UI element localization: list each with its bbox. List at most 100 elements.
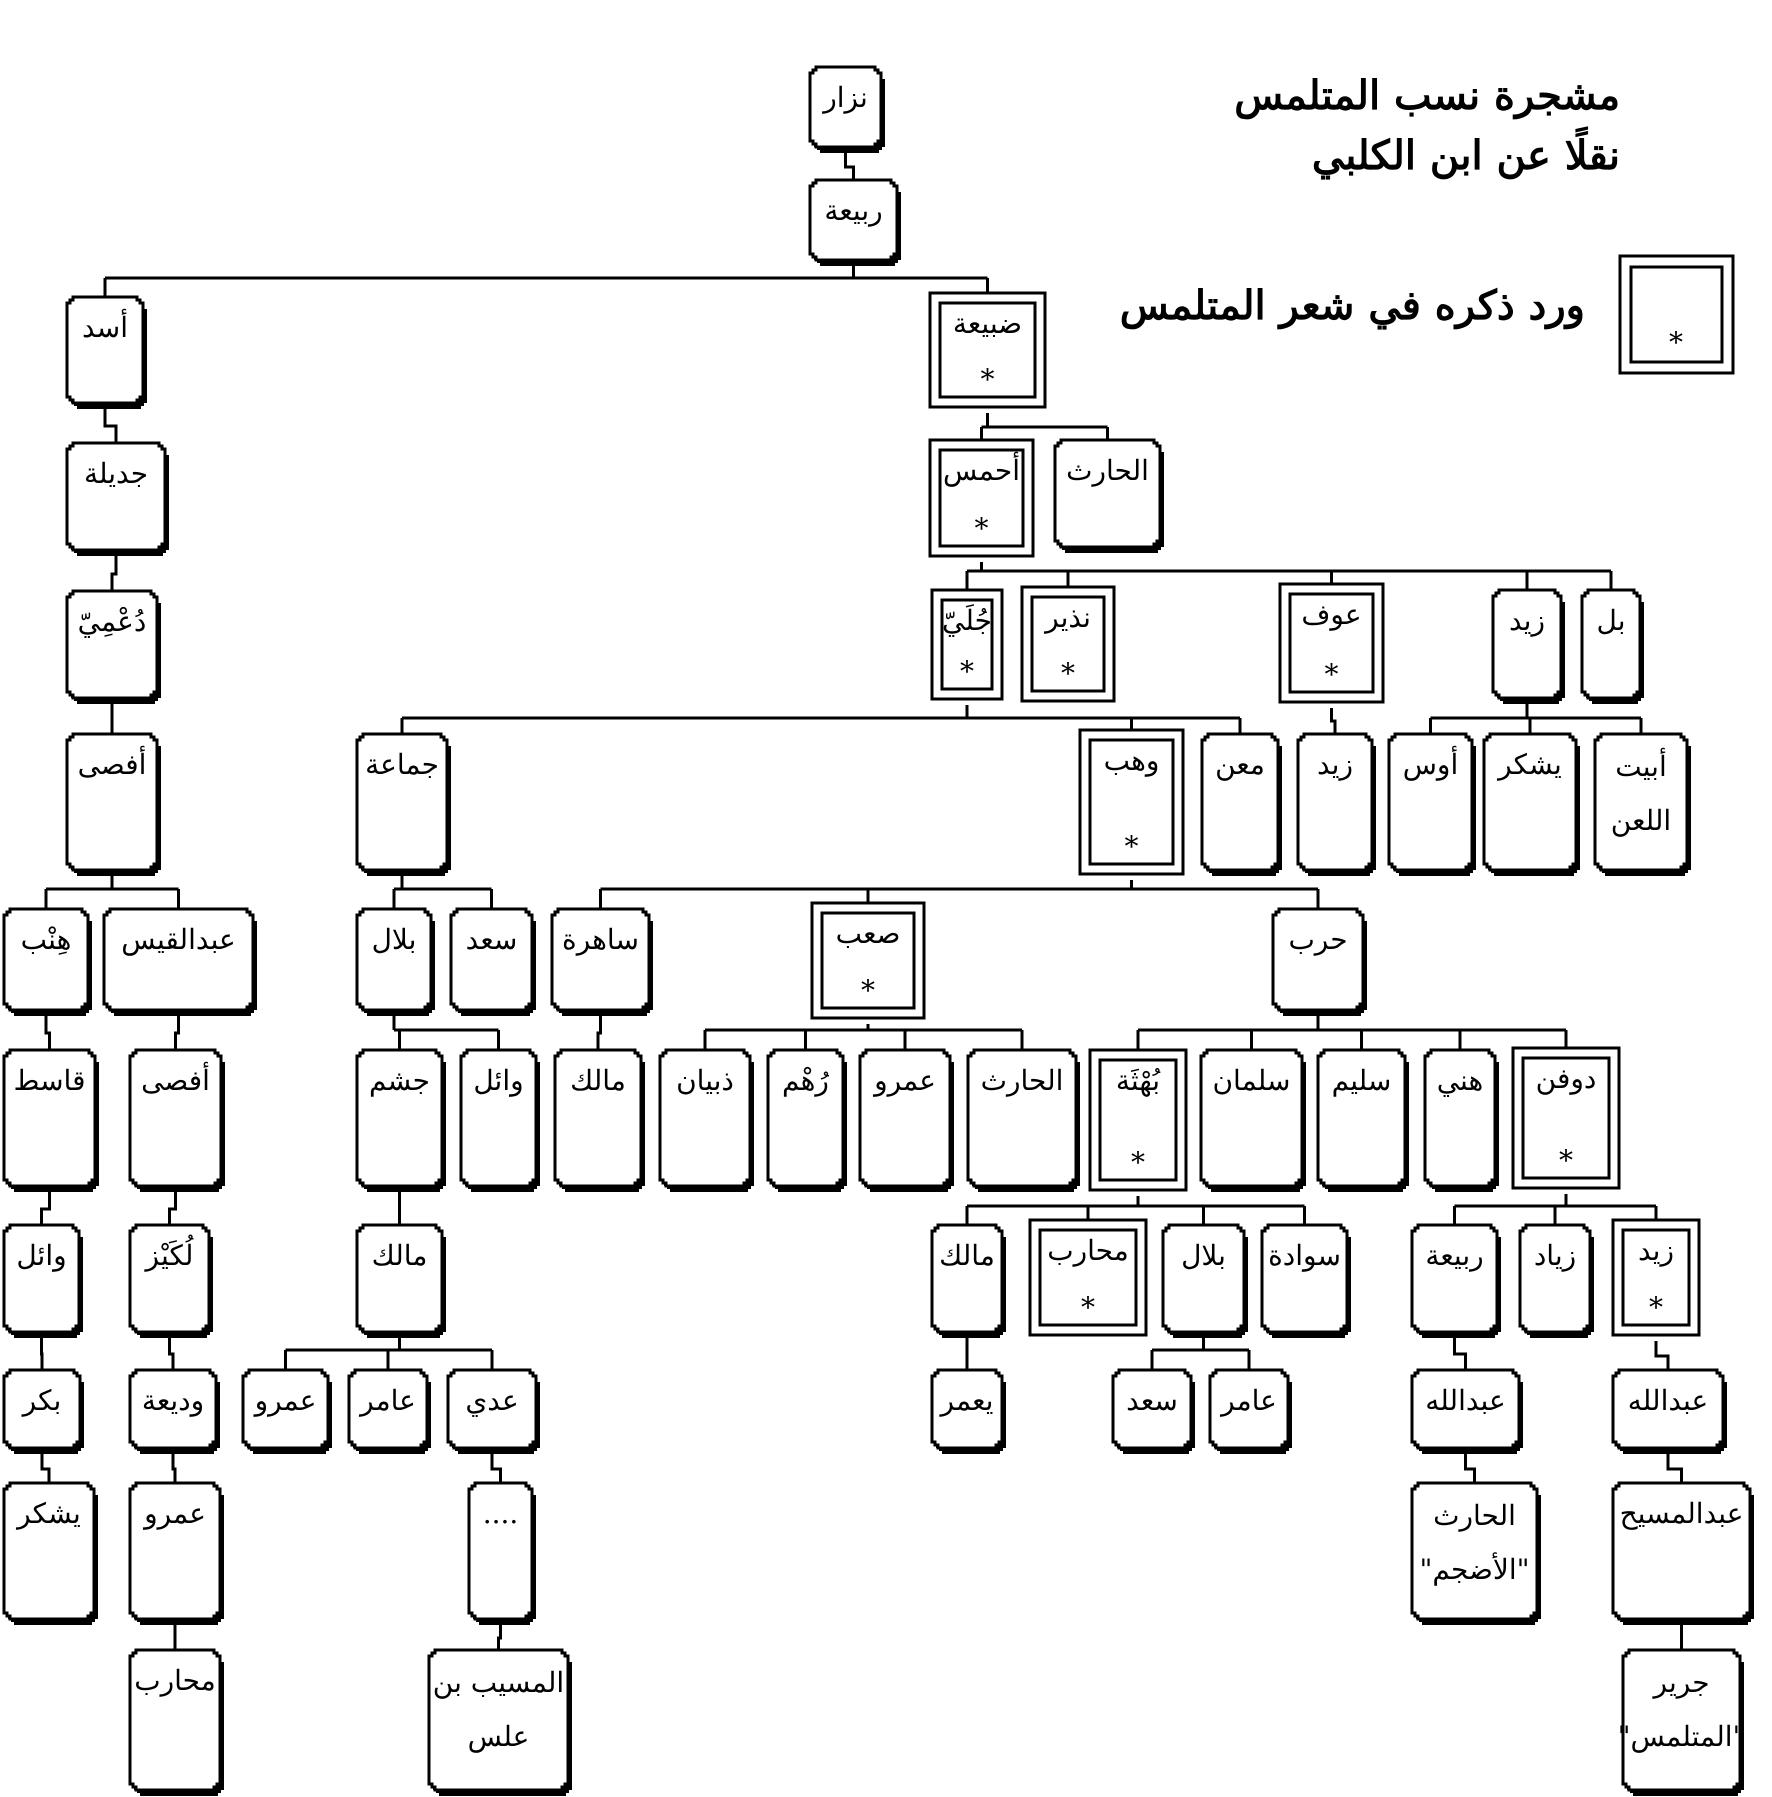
node-frame	[808, 178, 899, 262]
node-bilal2: بلال	[1161, 1223, 1248, 1338]
node-label: جرير	[1652, 1666, 1710, 1699]
node-label: عامر	[358, 1384, 416, 1417]
node-label: جماعة	[365, 748, 439, 781]
node-adi: عدي	[446, 1368, 540, 1454]
node-dots: ....	[467, 1481, 536, 1625]
node-saad1: سعد	[449, 907, 536, 1016]
node-frame	[1053, 438, 1162, 549]
node-frame	[550, 907, 651, 1012]
node-label: دوفن	[1536, 1062, 1597, 1095]
node-label: ربيعة	[1425, 1239, 1483, 1272]
node-frame	[1161, 1223, 1246, 1334]
node-label: جديلة	[84, 457, 148, 490]
node-frame	[449, 907, 534, 1012]
node-frame	[1621, 1648, 1742, 1792]
node-frame	[446, 1368, 538, 1450]
node-ahmas: أحمس*	[928, 438, 1035, 558]
node-zayd3: زيد*	[1611, 1218, 1701, 1337]
node-frame	[766, 1048, 845, 1188]
node-frame	[65, 441, 167, 552]
node-frame	[1288, 592, 1375, 694]
node-buhtha: بُهْثَة*	[1088, 1048, 1188, 1192]
node-label: هني	[1437, 1064, 1484, 1097]
connector-line	[40, 1454, 51, 1483]
node-muharib2: محارب	[128, 1648, 224, 1796]
node-frame	[820, 911, 916, 1010]
node-frame	[128, 1648, 222, 1792]
node-label: زيد	[1638, 1234, 1674, 1267]
node-ziyad: زياد	[1518, 1223, 1594, 1338]
star-marker: *	[861, 974, 875, 1007]
node-label: لُكَيْز	[144, 1234, 194, 1272]
node-harith2: الحارث	[966, 1048, 1080, 1192]
node-label: سوادة	[1268, 1239, 1341, 1272]
node-label: بكر	[21, 1384, 62, 1417]
node-label: المسيب بن	[433, 1666, 564, 1699]
node-malik1: مالك	[553, 1048, 645, 1192]
node-malik3: مالك	[930, 1223, 1006, 1338]
node-awf: عوف*	[1278, 582, 1385, 704]
node-jamaa: جماعة	[355, 732, 451, 876]
star-marker: *	[1125, 830, 1139, 863]
node-amr2: عمرو	[241, 1368, 332, 1454]
node-dubaya: ضبيعة*	[928, 291, 1047, 409]
node-frame	[1593, 732, 1689, 872]
connector-line	[171, 1454, 177, 1483]
node-jarir: جرير"المتلمس"	[1618, 1648, 1745, 1796]
connector-line	[1654, 1341, 1670, 1370]
node-afsa1: أفصى	[65, 732, 161, 876]
node-label: مالك	[372, 1239, 428, 1272]
node-frame	[1030, 595, 1106, 693]
node-frame	[1387, 732, 1474, 872]
node-frame	[128, 1481, 222, 1621]
node-frame	[355, 1048, 444, 1188]
node-harb: حرب	[1271, 907, 1367, 1016]
node-frame	[128, 1048, 223, 1188]
connector-line	[110, 556, 118, 591]
node-frame	[1260, 1223, 1349, 1334]
node-label: بلال	[372, 923, 417, 956]
node-frame	[1410, 1481, 1539, 1621]
node-frame	[930, 1368, 1004, 1450]
node-frame	[1621, 1228, 1691, 1327]
node-bakr: بكر	[2, 1368, 84, 1454]
node-label: "الأضجم"	[1420, 1552, 1530, 1586]
node-salman: سلمان	[1199, 1048, 1306, 1192]
node-aws: أوس	[1387, 732, 1476, 876]
node-ruhm: رُهْم	[766, 1048, 847, 1192]
node-label: جشم	[369, 1064, 430, 1097]
node-yashkur2: يشكر	[2, 1481, 98, 1625]
node-frame	[1518, 1223, 1592, 1334]
chart-title: مشجرة نسب المتلمس نقلًا عن ابن الكلبي	[1000, 66, 1620, 186]
node-frame	[858, 1048, 952, 1188]
node-abdallah2: عبدالله	[1611, 1368, 1727, 1454]
node-sawada: سوادة	[1260, 1223, 1351, 1338]
node-label: عدي	[465, 1384, 518, 1417]
node-label: صعب	[836, 917, 901, 950]
connector-line	[168, 1192, 177, 1225]
legend-inner-frame	[1629, 265, 1724, 364]
node-frame	[1316, 1048, 1407, 1188]
node-bilal1: بلال	[355, 907, 435, 1016]
node-harith1: الحارث	[1053, 438, 1164, 553]
node-label: عبدالله	[1425, 1384, 1505, 1417]
node-abdalmasih: عبدالمسيح	[1611, 1481, 1754, 1625]
node-label: أفصى	[78, 746, 147, 781]
node-label: مالك	[939, 1239, 995, 1272]
node-frame	[658, 1048, 752, 1188]
node-frame	[1580, 588, 1642, 700]
node-frame	[2, 1368, 82, 1450]
node-rabia: ربيعة	[808, 178, 901, 266]
node-label: عبدالله	[1628, 1384, 1708, 1417]
node-frame	[1611, 1481, 1752, 1621]
star-marker: *	[1081, 1291, 1095, 1324]
node-frame	[467, 1481, 534, 1621]
node-label: محارب	[134, 1664, 215, 1697]
title-line-2: نقلًا عن ابن الكلبي	[1311, 132, 1620, 179]
star-marker: *	[1061, 657, 1075, 690]
node-frame	[1199, 1048, 1304, 1188]
node-label: وهب	[1104, 744, 1160, 777]
node-label: عوف	[1301, 598, 1361, 631]
